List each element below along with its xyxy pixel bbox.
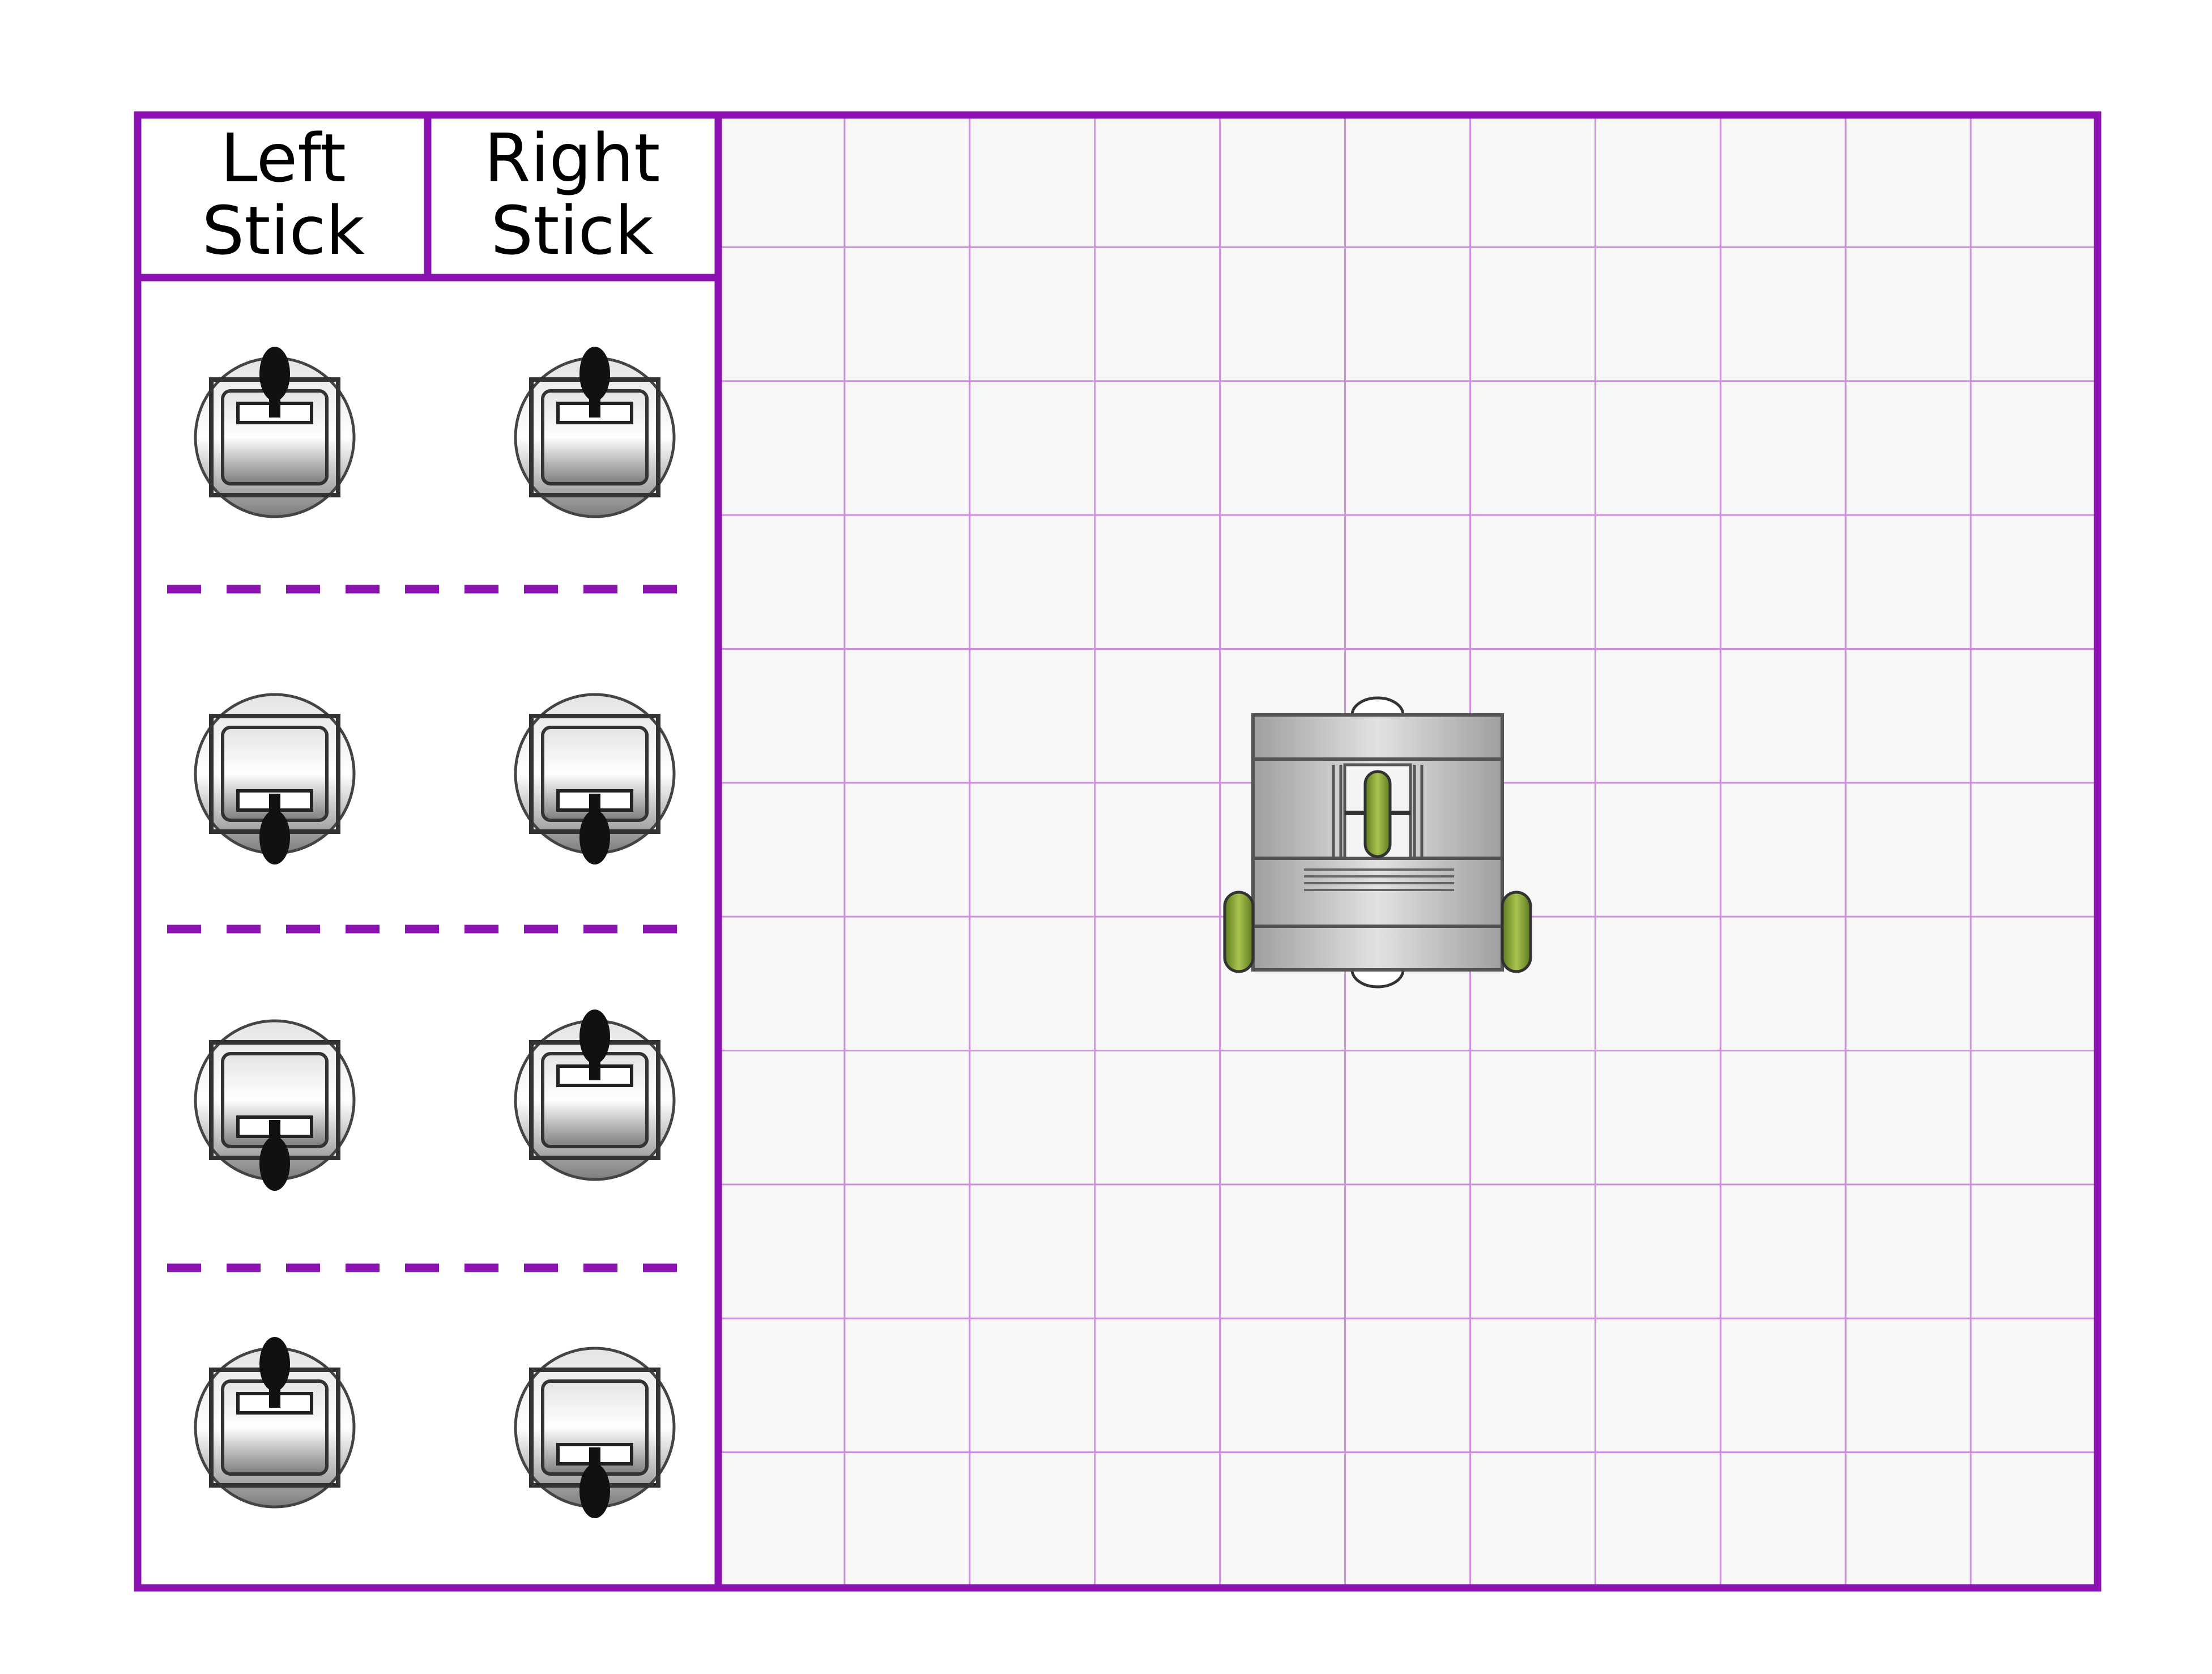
- joystick-icon: [514, 1347, 676, 1518]
- robot-icon: [1223, 696, 1532, 989]
- left-stick-header: Left Stick: [202, 119, 365, 270]
- joystick-icon: [514, 693, 676, 864]
- outer-border: [134, 111, 2102, 1592]
- robot-wheel: [1223, 891, 1255, 973]
- right-stick-header: Right Stick: [484, 119, 660, 270]
- robot-wheel: [1501, 891, 1532, 973]
- field: [719, 113, 2096, 1586]
- joystick-icon: [194, 693, 356, 864]
- joystick-icon: [194, 1337, 356, 1509]
- joystick-icon: [514, 1009, 676, 1181]
- joystick-icon: [194, 347, 356, 518]
- robot-wheel: [1363, 770, 1392, 858]
- joystick-icon: [194, 1019, 356, 1191]
- joystick-icon: [514, 347, 676, 518]
- frame: [134, 111, 2102, 1592]
- grid: [719, 113, 2096, 1586]
